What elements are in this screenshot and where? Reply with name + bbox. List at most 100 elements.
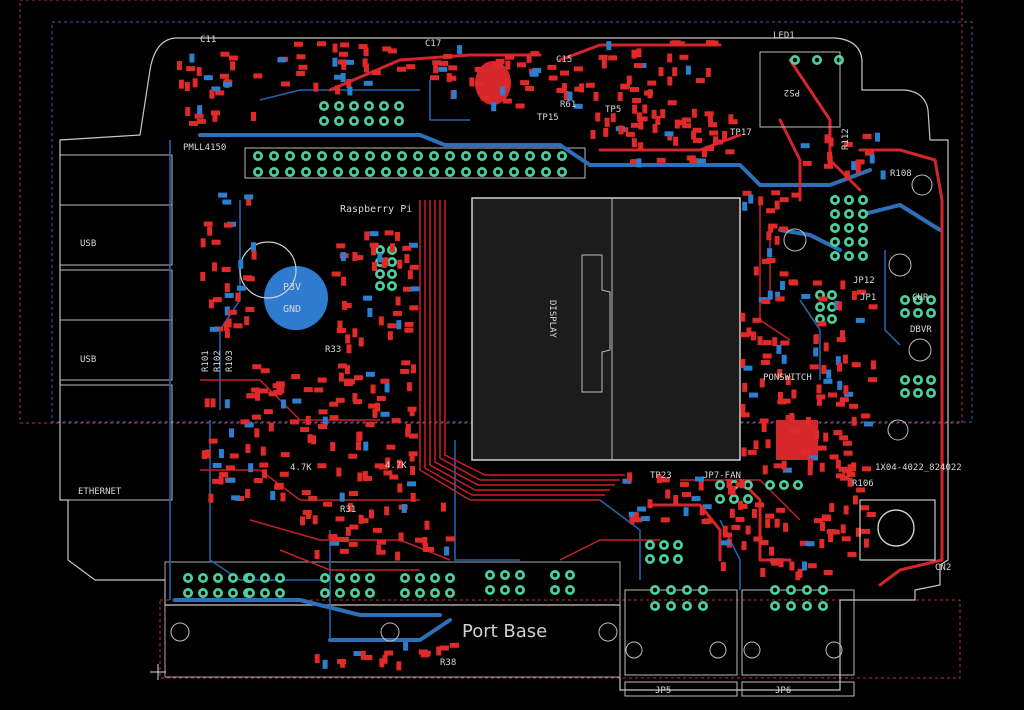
jp5-connector[interactable] <box>624 589 738 676</box>
ps2-connector[interactable] <box>759 51 841 128</box>
smd-pad <box>448 65 458 71</box>
smd-pad <box>504 54 514 60</box>
smd-pad <box>816 396 822 406</box>
smd-pad <box>259 462 269 468</box>
smd-pad <box>357 431 363 441</box>
via-hole <box>431 169 437 175</box>
smd-pad <box>856 487 866 493</box>
smd-components[interactable] <box>177 40 886 671</box>
gnd-label: GND <box>283 304 301 315</box>
smd-pad <box>331 536 341 542</box>
smd-pad <box>230 61 236 71</box>
smd-pad <box>868 377 878 383</box>
smd-pad <box>185 107 191 117</box>
smd-pad <box>219 73 229 79</box>
pi-header-pins[interactable] <box>253 101 567 177</box>
usb-connector-bottom <box>59 269 173 381</box>
smd-pad <box>363 655 373 661</box>
r61-label: R61 <box>560 100 576 110</box>
smd-pad <box>708 122 718 128</box>
smd-pad <box>713 136 719 146</box>
smd-pad <box>826 529 836 535</box>
via-hole <box>804 603 810 609</box>
smd-pad <box>658 67 664 77</box>
smd-pad <box>626 75 632 85</box>
smd-pad <box>660 477 670 483</box>
via-hole <box>860 197 866 203</box>
via-hole <box>383 153 389 159</box>
smd-pad <box>395 296 401 306</box>
smd-pad <box>817 321 827 327</box>
via-hole <box>902 297 908 303</box>
via-hole <box>832 225 838 231</box>
smd-pad <box>250 242 256 252</box>
via-hole <box>647 542 653 548</box>
via-hole <box>567 587 573 593</box>
smd-pad <box>377 253 383 263</box>
smd-pad <box>505 60 511 70</box>
smd-pad <box>209 89 215 99</box>
smd-pad <box>637 506 647 512</box>
smd-pad <box>842 440 852 446</box>
via-hole <box>684 587 690 593</box>
smd-pad <box>410 492 416 502</box>
smd-pad <box>292 398 302 404</box>
smd-pad <box>632 104 638 114</box>
smd-pad <box>789 412 795 422</box>
qfn-ic[interactable] <box>776 420 818 460</box>
smd-pad <box>799 540 809 546</box>
via-hole <box>200 575 206 581</box>
via-hole <box>527 153 533 159</box>
smd-pad <box>875 132 881 142</box>
smd-pad <box>742 382 748 392</box>
smd-pad <box>601 59 607 69</box>
smd-pad <box>851 290 857 300</box>
smd-pad <box>631 49 637 59</box>
smd-pad <box>212 462 222 468</box>
smd-pad <box>335 85 341 95</box>
smd-pad <box>766 231 772 241</box>
via-hole <box>337 575 343 581</box>
smd-pad <box>223 81 233 87</box>
smd-pad <box>279 384 285 394</box>
smd-pad <box>219 472 229 478</box>
smd-pad <box>807 563 817 569</box>
smd-pad <box>340 252 346 262</box>
via-hole <box>389 259 395 265</box>
display-module[interactable] <box>471 197 741 461</box>
smd-pad <box>340 42 350 48</box>
p3v-gnd-pad[interactable] <box>264 266 328 330</box>
port-base-area[interactable] <box>164 561 621 678</box>
ps2-label: PS2 <box>784 87 800 97</box>
via-hole <box>543 153 549 159</box>
via-hole <box>717 496 723 502</box>
smd-pad <box>741 447 747 457</box>
via-hole <box>817 304 823 310</box>
smd-pad <box>432 60 442 66</box>
connector-pin-groups[interactable] <box>183 55 936 611</box>
ponswitch-label: PONSWITCH <box>763 373 812 383</box>
smd-pad <box>469 77 475 87</box>
smd-pad <box>671 40 681 46</box>
smd-pad <box>759 540 769 546</box>
smd-pad <box>595 112 601 122</box>
tp17-label: TP17 <box>730 128 752 138</box>
via-hole <box>567 572 573 578</box>
smd-pad <box>638 116 648 122</box>
smd-pad <box>312 515 318 525</box>
smd-pad <box>743 365 753 371</box>
smd-pad <box>788 279 798 285</box>
smd-pad <box>251 250 257 260</box>
smd-pad <box>436 646 442 656</box>
smd-pad <box>726 478 732 488</box>
smd-pad <box>636 158 642 168</box>
smd-pad <box>674 119 680 129</box>
smd-pad <box>408 242 418 248</box>
smd-pad <box>210 398 216 408</box>
smd-pad <box>617 92 623 102</box>
jp6-connector[interactable] <box>741 589 855 676</box>
cn2-terminal[interactable] <box>859 499 936 561</box>
smd-pad <box>636 112 642 122</box>
smd-pad <box>339 492 345 502</box>
